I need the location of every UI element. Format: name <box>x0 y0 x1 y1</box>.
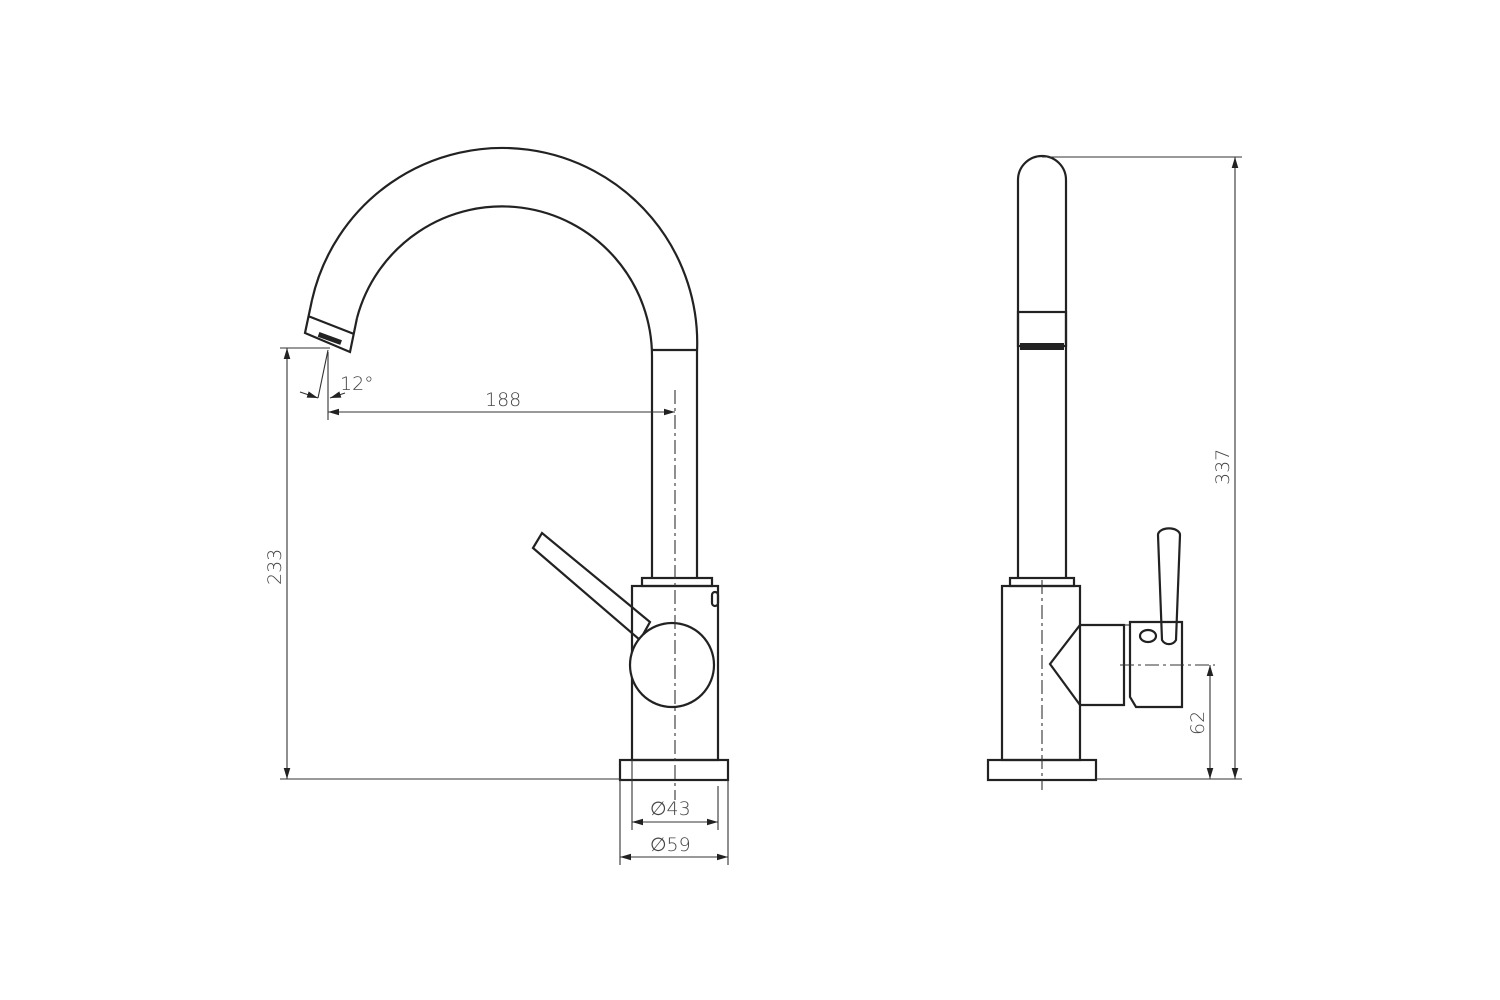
body <box>1000 584 1082 762</box>
dim-spout-angle: 12° <box>340 373 374 395</box>
knob <box>710 590 720 608</box>
base <box>618 758 730 782</box>
set-screw <box>1138 628 1158 644</box>
dim-handle-height: 62 <box>1187 711 1209 735</box>
handle-hub <box>628 621 716 709</box>
collar <box>640 576 714 588</box>
dim-body-diameter: ∅43 <box>650 798 691 820</box>
cartridge <box>1128 620 1184 709</box>
side-view: 337 62 <box>986 154 1242 790</box>
lever-handle <box>531 531 652 642</box>
spout-outer <box>310 146 699 578</box>
connector <box>1048 623 1126 707</box>
aerator-logo <box>317 332 342 345</box>
dim-total-height: 337 <box>1212 449 1234 485</box>
aerator-tip <box>303 299 359 354</box>
dim-spout-height: 233 <box>264 549 286 585</box>
aerator-mesh <box>1020 343 1064 350</box>
spout-pipe <box>1016 154 1068 578</box>
lever-handle <box>1156 527 1182 646</box>
dim-spout-reach: 188 <box>485 389 521 411</box>
aerator-band <box>1016 310 1068 348</box>
dim-base-diameter: ∅59 <box>650 834 691 856</box>
spout-inner <box>355 205 654 578</box>
front-view: 188 12° 233 ∅43 ∅59 <box>264 146 730 865</box>
